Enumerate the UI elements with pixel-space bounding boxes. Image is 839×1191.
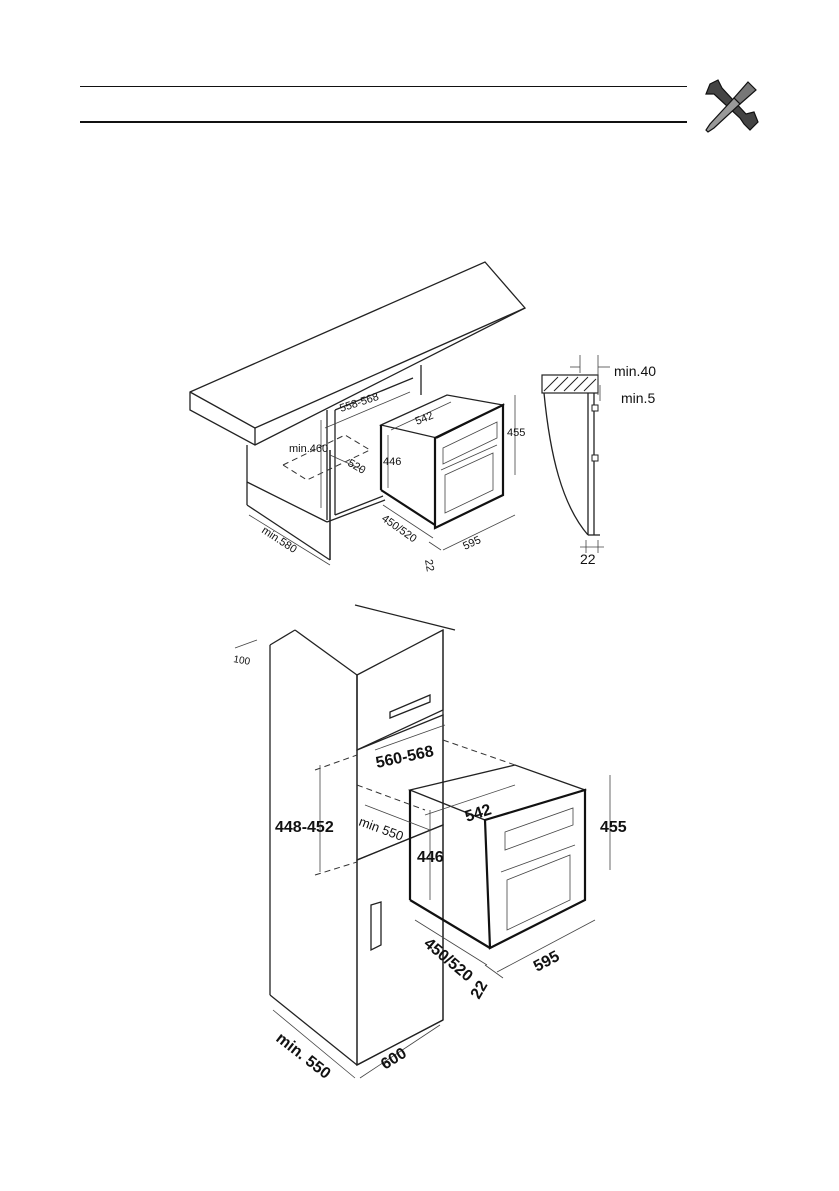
dim-450-520-fig2: 450/520 [420, 935, 475, 985]
dim-595-fig2: 595 [531, 948, 563, 976]
dim-min550: min. 550 [273, 1030, 334, 1083]
dim-22-fig2: 22 [468, 978, 492, 1002]
dim-600: 600 [378, 1045, 410, 1074]
dim-min580: min.580 [259, 524, 298, 555]
dim-455: 455 [507, 427, 525, 439]
undercounter-install-diagram: 558-568 min.460 520 542 455 446 min.580 … [189, 261, 527, 573]
dim-446-fig2: 446 [417, 849, 444, 866]
dim-min40: min.40 [614, 363, 656, 379]
dim-22-side: 22 [580, 551, 596, 567]
dim-100: 100 [232, 654, 251, 668]
dim-558-568: 558-568 [338, 391, 380, 415]
dim-min460: min.460 [289, 443, 328, 455]
dim-min5: min.5 [621, 390, 655, 406]
dim-446: 446 [383, 456, 401, 468]
tools-icon [705, 79, 759, 133]
dim-595: 595 [461, 534, 483, 553]
dim-520: 520 [346, 457, 368, 477]
dim-450-520: 450/520 [379, 513, 418, 546]
dim-448-452: 448-452 [275, 819, 334, 836]
dim-542-fig2: 542 [463, 801, 494, 825]
header-rule-top [80, 86, 687, 87]
header-rule-bottom [80, 121, 687, 123]
dim-22: 22 [422, 558, 436, 572]
side-section-detail: min.40 min.5 22 [541, 355, 656, 567]
dim-455-fig2: 455 [600, 819, 627, 836]
column-install-diagram: 100 560-568 448-452 min 550 542 455 446 … [232, 604, 627, 1083]
dim-542: 542 [414, 410, 436, 428]
